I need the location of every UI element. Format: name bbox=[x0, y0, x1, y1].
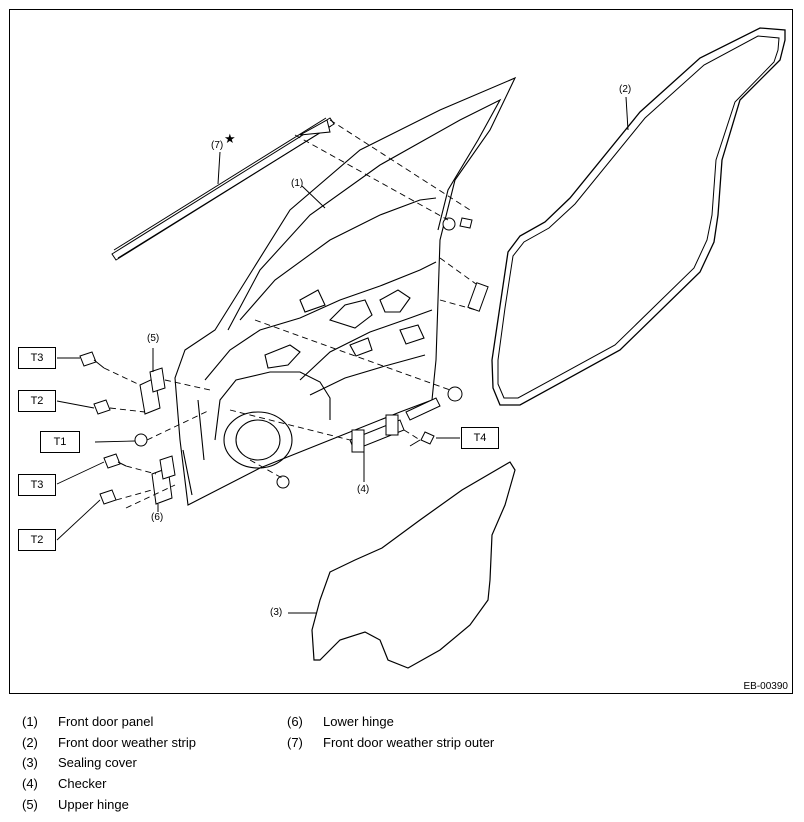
legend-number: (7) bbox=[287, 735, 303, 750]
legend-number: (6) bbox=[287, 714, 303, 729]
legend-number: (1) bbox=[22, 714, 38, 729]
part-label-3: (3) bbox=[270, 607, 283, 618]
bolts bbox=[79, 217, 489, 505]
legend-text: Front door weather strip outer bbox=[323, 735, 495, 750]
legend: (1) Front door panel (2) Front door weat… bbox=[0, 706, 804, 822]
lower-hinge bbox=[151, 455, 176, 505]
torque-callout-t2-upper: T2 bbox=[18, 390, 56, 412]
leader-1 bbox=[301, 185, 326, 209]
leader-7 bbox=[217, 151, 221, 185]
exploded-view-drawing bbox=[56, 27, 786, 669]
callout-leaders bbox=[56, 357, 460, 541]
legend-text: Sealing cover bbox=[58, 755, 137, 770]
legend-number: (5) bbox=[22, 797, 38, 812]
legend-text: Checker bbox=[58, 776, 107, 791]
figure-code: EB-00390 bbox=[743, 681, 788, 692]
assembly-lines bbox=[103, 119, 477, 509]
legend-number: (4) bbox=[22, 776, 38, 791]
legend-text: Front door panel bbox=[58, 714, 154, 729]
legend-text: Lower hinge bbox=[323, 714, 394, 729]
part-label-5: (5) bbox=[147, 333, 160, 344]
torque-callout-t1: T1 bbox=[40, 431, 80, 453]
upper-hinge bbox=[139, 367, 166, 415]
sealing-cover bbox=[311, 461, 516, 669]
diagram-frame bbox=[9, 9, 793, 694]
torque-callout-t3-upper: T3 bbox=[18, 347, 56, 369]
part-label-6: (6) bbox=[151, 512, 164, 523]
legend-number: (2) bbox=[22, 735, 38, 750]
leader-2 bbox=[625, 96, 629, 131]
star-icon: ★ bbox=[224, 131, 236, 146]
checker-plug bbox=[405, 397, 441, 421]
front-door-panel bbox=[174, 76, 517, 506]
part-label-2: (2) bbox=[619, 84, 632, 95]
part-label-4: (4) bbox=[357, 484, 370, 495]
legend-text: Front door weather strip bbox=[58, 735, 197, 750]
torque-callout-t2-lower: T2 bbox=[18, 529, 56, 551]
legend-number: (3) bbox=[22, 755, 38, 770]
part-label-7: (7) bbox=[211, 140, 224, 151]
legend-text: Upper hinge bbox=[58, 797, 129, 812]
torque-callout-t3-lower: T3 bbox=[18, 474, 56, 496]
torque-callout-t4: T4 bbox=[461, 427, 499, 449]
door-weather-strip bbox=[491, 27, 786, 406]
weather-strip-outer bbox=[111, 117, 335, 261]
part-label-1: (1) bbox=[291, 178, 304, 189]
